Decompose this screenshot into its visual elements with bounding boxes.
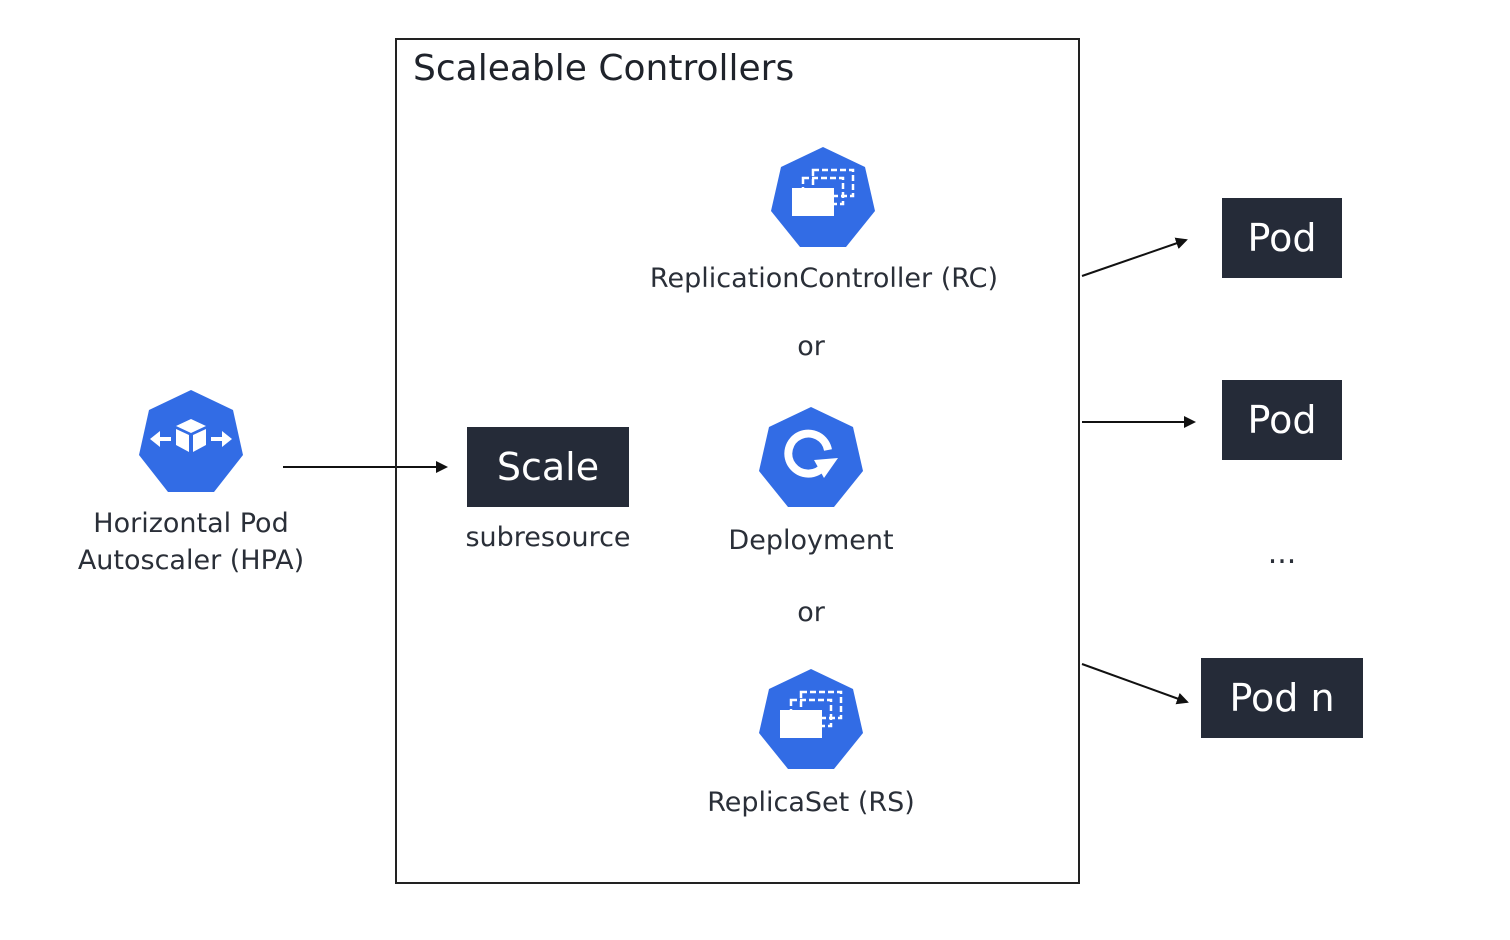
to-pod-n-arrow (1081, 663, 1189, 705)
replication-controller-icon (771, 147, 875, 247)
scale-box: Scale (467, 427, 629, 507)
deployment-icon (759, 407, 863, 507)
replicaset-label: ReplicaSet (RS) (707, 787, 915, 818)
hpa-icon (139, 390, 243, 492)
pod-box-n: Pod n (1201, 658, 1363, 738)
container-title: Scaleable Controllers (413, 48, 795, 89)
scaleable-controllers-box (395, 38, 1080, 884)
pod-box-2: Pod (1222, 380, 1342, 460)
hpa-label-line1: Horizontal Pod (93, 508, 289, 539)
deployment-label: Deployment (728, 525, 894, 556)
separator-or-2: or (797, 597, 825, 628)
replication-controller-label: ReplicationController (RC) (649, 263, 999, 294)
hpa-label-line2: Autoscaler (HPA) (77, 545, 305, 576)
separator-or-1: or (797, 331, 825, 362)
scale-caption: subresource (465, 522, 631, 553)
to-pod-1-arrow (1081, 237, 1188, 277)
pod-box-1: Pod (1222, 198, 1342, 278)
pods-ellipsis: ... (1267, 536, 1297, 571)
replicaset-icon (759, 669, 863, 769)
